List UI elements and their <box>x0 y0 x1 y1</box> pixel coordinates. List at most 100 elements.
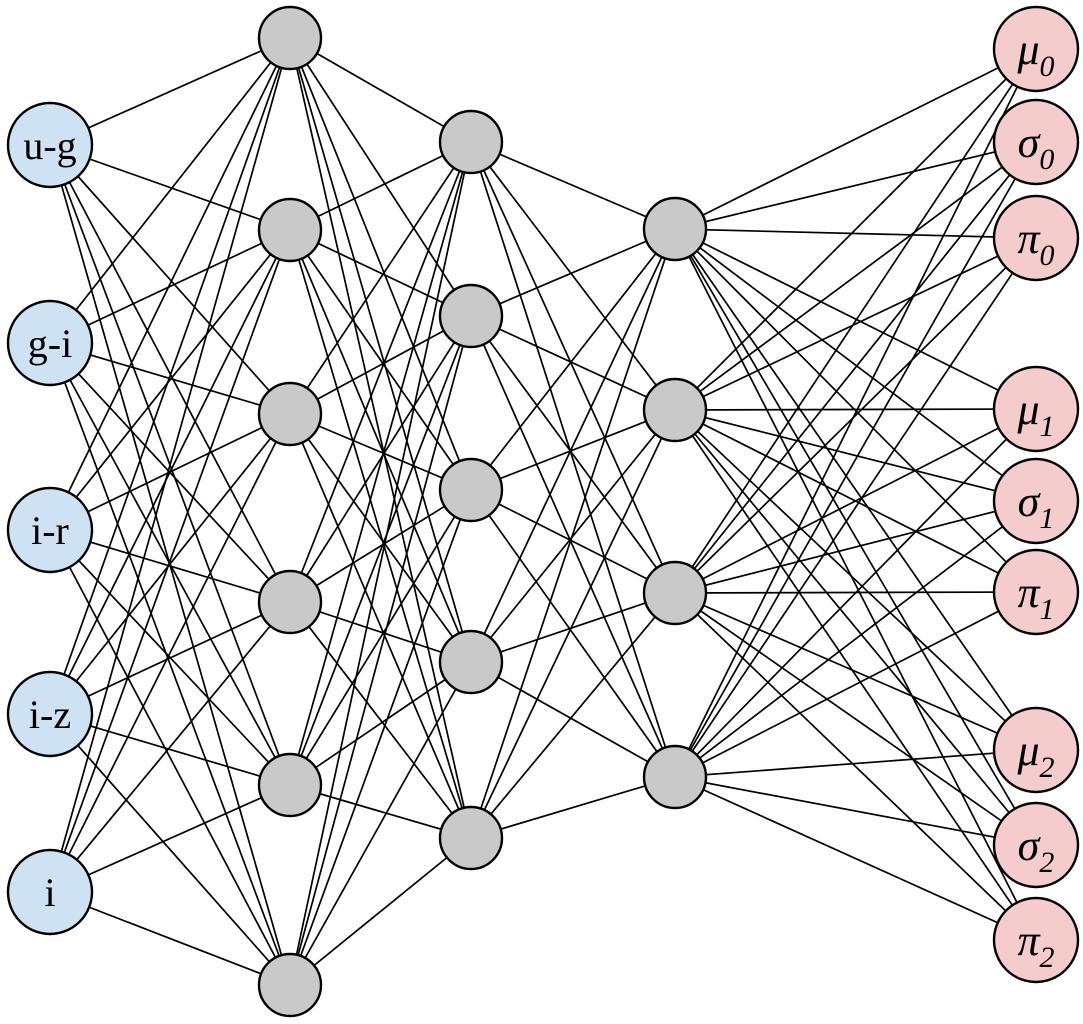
edge <box>470 141 676 778</box>
edge <box>470 592 676 839</box>
edge <box>289 37 472 317</box>
edge <box>49 37 291 146</box>
hidden-node-h1-3 <box>257 381 323 447</box>
edge <box>470 228 676 317</box>
edge <box>49 529 291 986</box>
input-node-label-u-g: u-g <box>23 123 76 168</box>
edge <box>289 141 472 603</box>
greek-subscript: 0 <box>1039 143 1054 176</box>
edge <box>49 37 291 344</box>
edge <box>49 229 291 893</box>
edge <box>470 228 676 663</box>
edge <box>49 413 291 893</box>
edge <box>674 408 1037 411</box>
input-node-u-g <box>6 101 94 189</box>
edge <box>49 229 291 531</box>
edge <box>470 141 676 594</box>
input-node-label-i-z: i-z <box>29 692 71 737</box>
edge <box>470 228 676 491</box>
hidden-node-h2-4 <box>438 629 504 695</box>
hidden-node-h3-1 <box>642 196 708 262</box>
greek-base: σ <box>1018 477 1042 526</box>
edge <box>470 489 676 594</box>
edge <box>470 661 676 778</box>
edge <box>49 784 291 893</box>
output-node-pi-1 <box>992 548 1080 636</box>
edge <box>674 409 1037 846</box>
edge <box>289 489 472 986</box>
edge <box>674 141 1037 778</box>
edge <box>289 413 472 663</box>
input-node-label-i: i <box>44 870 55 915</box>
hidden-node-h1-6 <box>257 952 323 1018</box>
output-node-label-sigma-1: σ1 <box>1018 477 1055 535</box>
greek-base: π <box>1017 916 1041 965</box>
edge <box>289 413 472 839</box>
edge <box>49 37 291 531</box>
output-node-mu-0 <box>992 5 1080 93</box>
edge <box>674 409 1037 502</box>
edge <box>470 315 676 594</box>
edge <box>674 141 1037 594</box>
greek-subscript: 1 <box>1040 593 1055 626</box>
edge <box>289 315 472 603</box>
hidden-node-h1-1 <box>257 5 323 71</box>
edge <box>289 141 472 986</box>
edge <box>49 601 291 893</box>
edge <box>289 837 472 986</box>
edge <box>674 408 1037 594</box>
edge <box>470 141 676 411</box>
hidden-layer-1 <box>257 5 323 1018</box>
edge <box>674 592 1037 846</box>
edges <box>49 37 1037 986</box>
hidden-node-h1-5 <box>257 752 323 818</box>
greek-base: μ <box>1016 385 1039 434</box>
edge <box>674 141 1037 411</box>
greek-base: μ <box>1016 25 1039 74</box>
edge <box>674 591 1037 778</box>
edge <box>674 749 1037 778</box>
edge <box>470 315 676 411</box>
edge <box>674 48 1037 594</box>
greek-subscript: 0 <box>1040 50 1055 83</box>
edge <box>289 229 472 663</box>
edge <box>470 228 676 839</box>
edge <box>674 228 1037 846</box>
hidden-node-h3-3 <box>642 560 708 626</box>
edge <box>289 661 472 986</box>
edge <box>674 228 1037 941</box>
output-node-label-pi-2: π2 <box>1017 916 1054 974</box>
edge <box>470 409 676 839</box>
output-node-label-sigma-2: σ2 <box>1018 821 1055 879</box>
edge <box>674 409 1037 751</box>
hidden-node-h2-2 <box>438 283 504 349</box>
edge <box>289 601 472 839</box>
greek-base: π <box>1017 214 1041 263</box>
edge <box>674 228 1037 410</box>
edge <box>289 315 472 986</box>
output-node-sigma-2 <box>992 801 1080 889</box>
edge <box>289 141 472 231</box>
edge <box>289 37 472 663</box>
hidden-layer-3 <box>642 196 708 810</box>
edge <box>49 229 291 344</box>
output-node-label-mu-1: μ1 <box>1016 385 1054 443</box>
edge <box>289 315 472 786</box>
edge <box>289 37 472 491</box>
edge <box>49 37 291 893</box>
input-node-i-r <box>6 486 94 574</box>
edge <box>674 228 1037 593</box>
edge <box>289 413 472 491</box>
greek-base: π <box>1017 568 1041 617</box>
hidden-node-h2-1 <box>438 109 504 175</box>
greek-base: μ <box>1016 726 1039 775</box>
greek-subscript: 0 <box>1040 239 1055 272</box>
edge <box>49 144 291 415</box>
input-node-g-i <box>6 299 94 387</box>
output-node-sigma-1 <box>992 457 1080 545</box>
hidden-layer-2 <box>438 109 504 871</box>
hidden-node-h1-4 <box>257 569 323 635</box>
edge <box>674 228 1037 502</box>
